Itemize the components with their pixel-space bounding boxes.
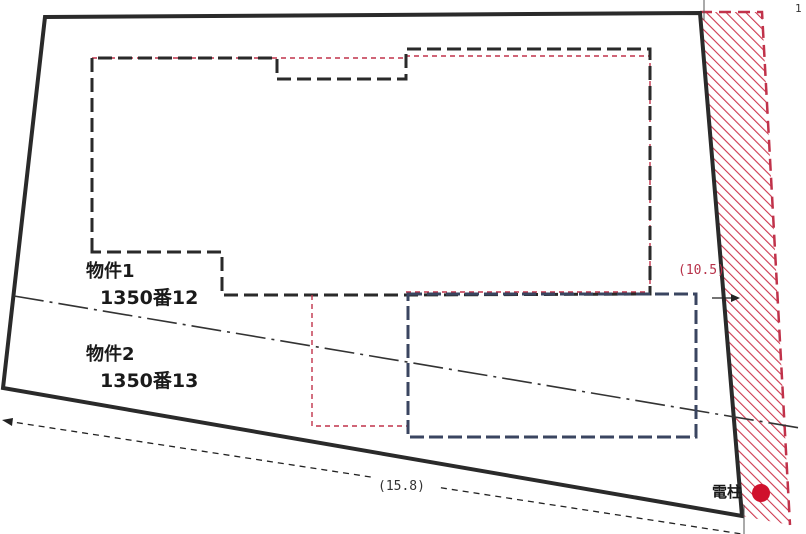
- property2-lot: 1350番13: [100, 370, 198, 392]
- property1-lot: 1350番12: [100, 287, 198, 309]
- dim-right-arrowhead: [731, 294, 740, 302]
- dim-bottom-label: (15.8): [378, 479, 425, 494]
- dim-bottom-label-bg: [374, 475, 440, 495]
- building-outline-navy: [406, 292, 698, 439]
- building-outline-red: [92, 55, 651, 293]
- extension-outline-red: [311, 295, 408, 427]
- dim-right-label: (10.5): [678, 263, 725, 278]
- lot-boundary: [0, 10, 745, 519]
- property2-name: 物件2: [86, 343, 135, 365]
- hatched-strip-outline: [700, 10, 792, 526]
- building-outline-black: [90, 47, 652, 297]
- corner-mark: 1: [795, 2, 802, 15]
- utility-pole-icon: [752, 484, 770, 502]
- dim-bottom-arrowhead: [2, 418, 13, 426]
- utility-pole-label: 電柱: [712, 483, 742, 501]
- dim-bottom-line: [5, 420, 743, 534]
- hatched-strip: [700, 12, 790, 525]
- division-line: [13, 295, 801, 429]
- property1-name: 物件1: [86, 260, 135, 282]
